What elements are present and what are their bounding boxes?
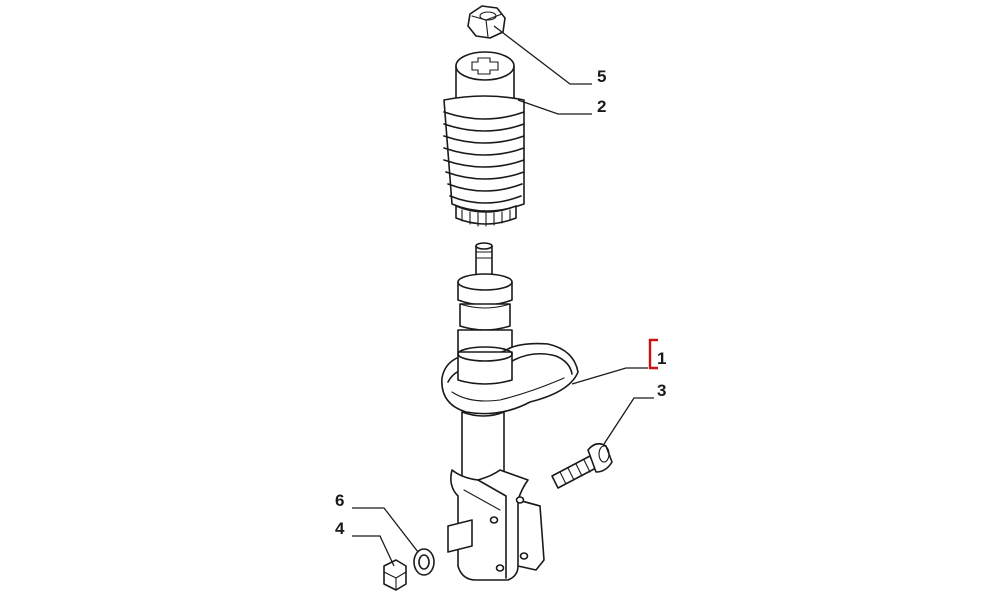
callout-2: 2	[597, 97, 606, 116]
callout-3: 3	[657, 381, 666, 400]
leader-lines	[352, 25, 654, 567]
leader-1	[571, 367, 648, 385]
part-strut-assembly[interactable]	[441, 242, 579, 581]
leader-2	[517, 99, 592, 115]
leader-3	[603, 397, 654, 445]
part-dust-boot[interactable]	[443, 51, 525, 227]
part-lower-nut[interactable]	[383, 559, 407, 591]
callout-1: 1	[657, 349, 666, 368]
callout-4: 4	[335, 519, 345, 538]
leader-4	[352, 535, 395, 567]
callout-5: 5	[597, 67, 606, 86]
leader-5	[493, 25, 592, 85]
part-washer[interactable]	[413, 548, 435, 576]
part-top-nut[interactable]	[467, 5, 506, 39]
callout-6: 6	[335, 491, 344, 510]
callout-1-highlight	[648, 338, 658, 370]
part-mounting-bolt[interactable]	[551, 442, 613, 489]
leader-6	[352, 507, 419, 553]
